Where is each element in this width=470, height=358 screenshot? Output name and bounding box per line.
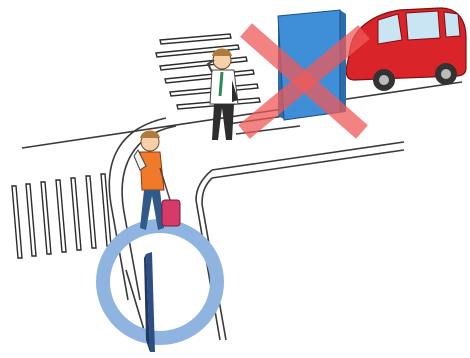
crosswalk-left	[12, 174, 111, 258]
crosswalk-top	[156, 34, 260, 109]
red-car-icon	[346, 8, 466, 91]
highlight-circle	[103, 226, 217, 338]
person-with-suitcase-icon	[134, 131, 180, 231]
